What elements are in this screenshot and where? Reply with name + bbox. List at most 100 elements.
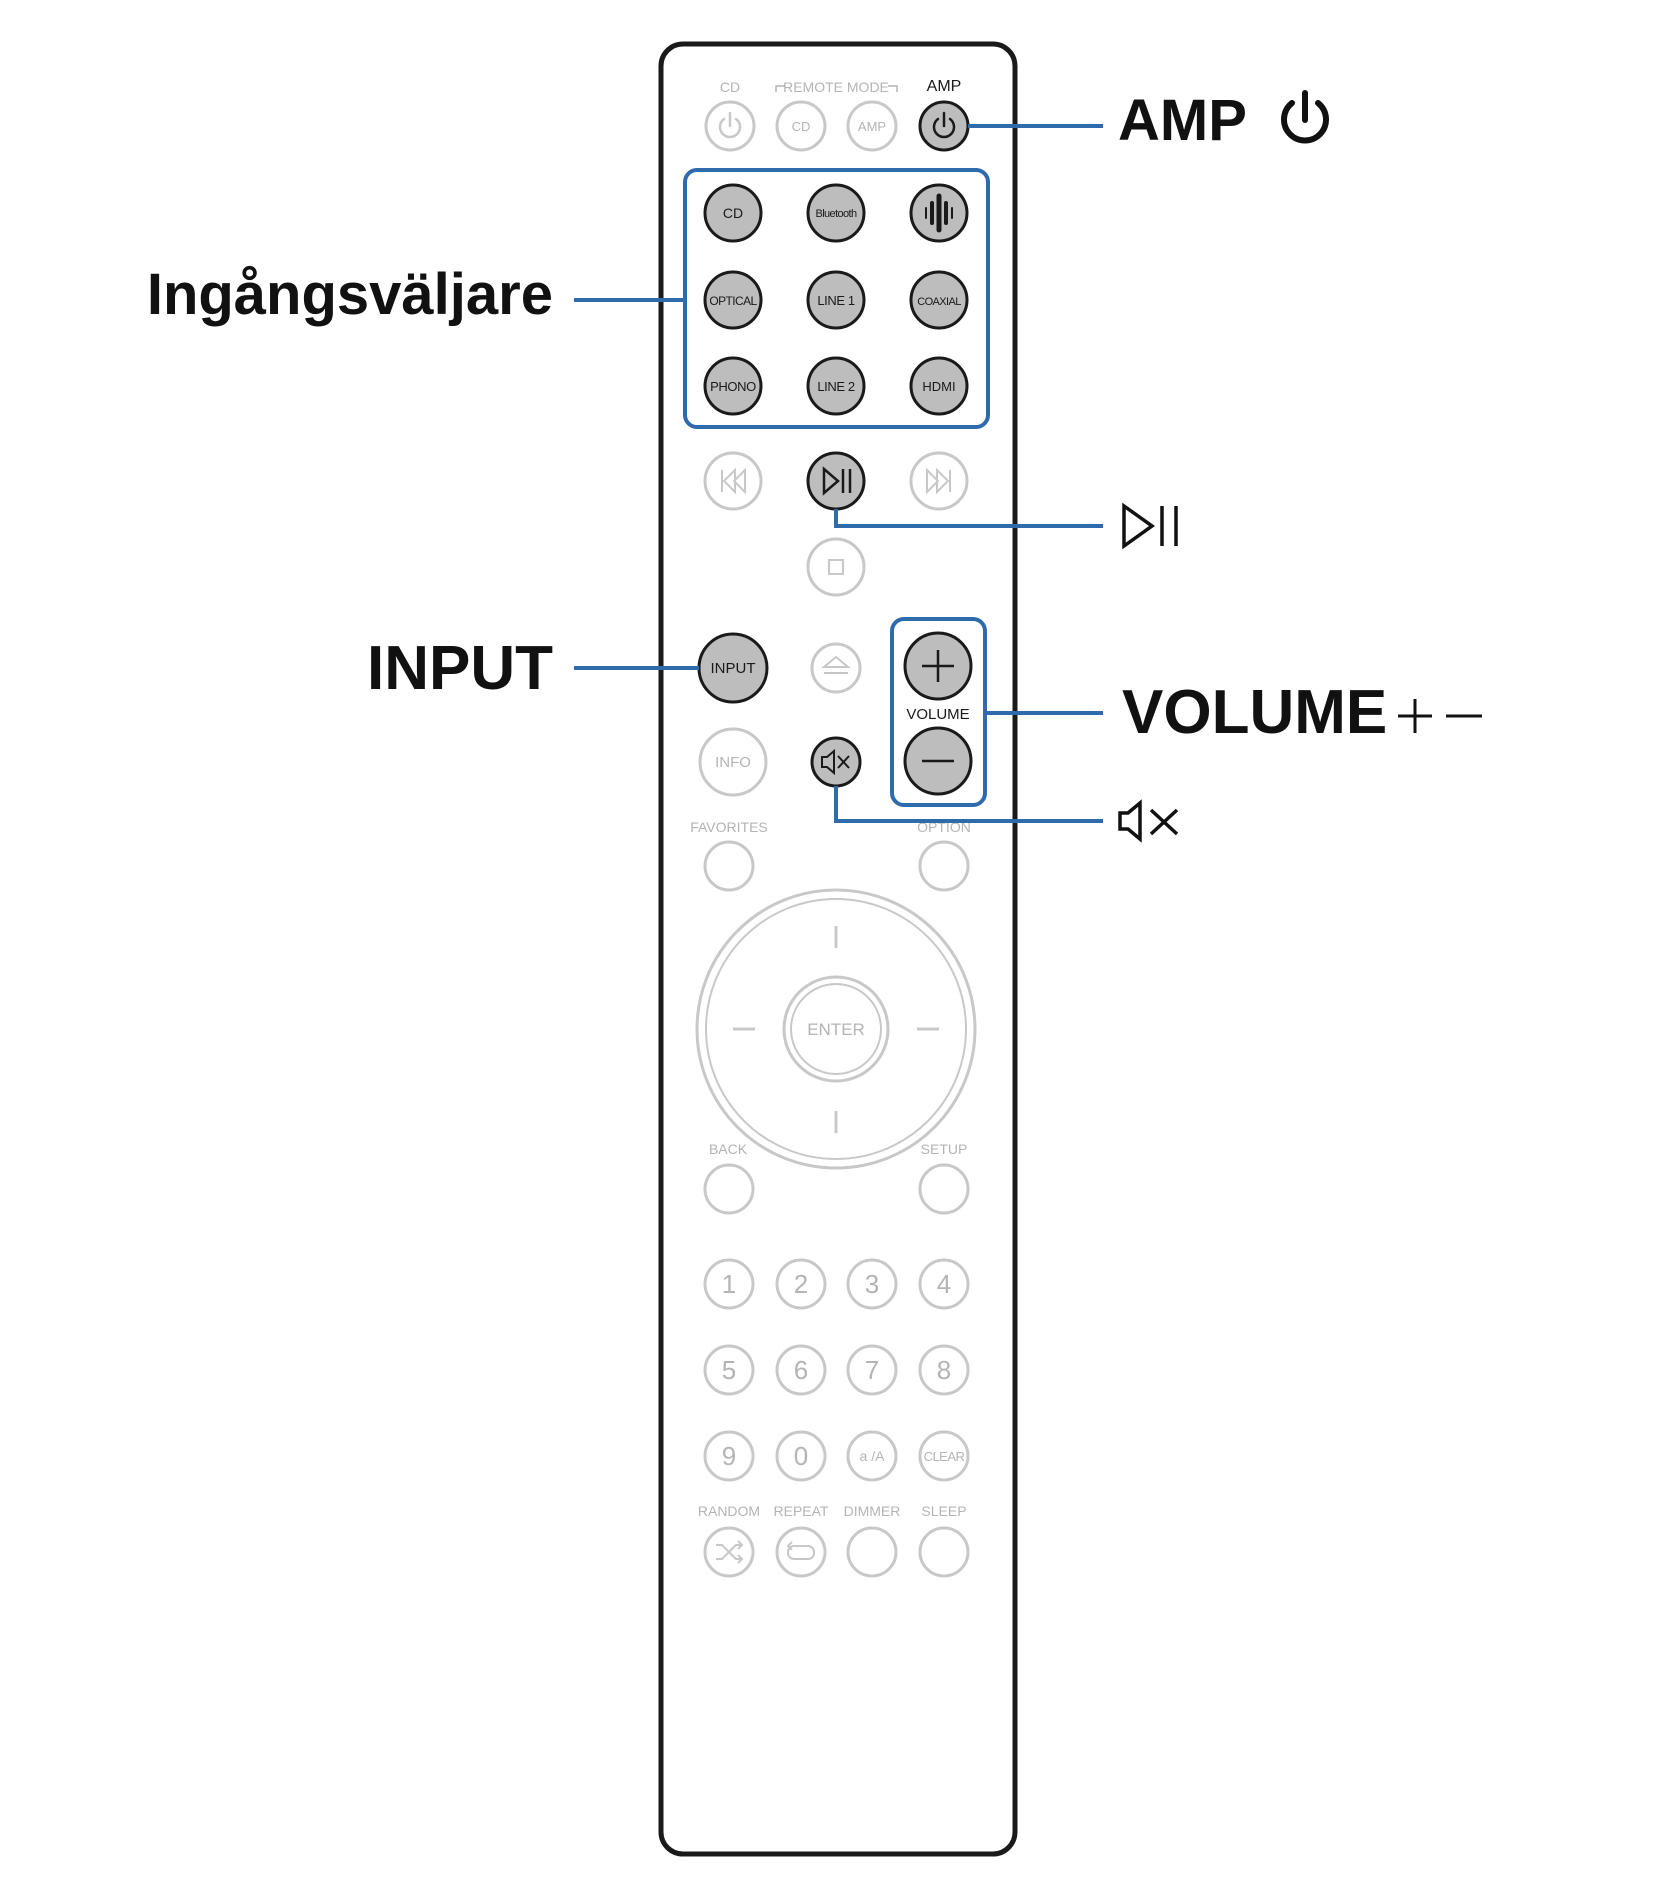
info-button[interactable]: INFO <box>698 727 768 797</box>
callout-mute-icon <box>1118 799 1179 843</box>
alpha-button[interactable]: a /A <box>846 1430 898 1482</box>
mode-amp-button[interactable]: AMP <box>846 100 898 152</box>
favorites-label: FAVORITES <box>690 819 768 835</box>
callout-power-icon <box>1281 90 1329 144</box>
skip-back-icon <box>721 467 746 495</box>
numpad: 1 2 3 4 5 6 7 8 9 0 a /A CLEAR <box>703 1258 970 1482</box>
digit-8-button[interactable]: 8 <box>918 1344 970 1396</box>
dimmer-label: DIMMER <box>844 1503 901 1519</box>
favorites-button[interactable] <box>703 840 755 892</box>
eject-icon <box>821 655 851 674</box>
svg-text:CLEAR: CLEAR <box>924 1449 965 1464</box>
svg-text:Bluetooth: Bluetooth <box>815 208 857 220</box>
svg-text:3: 3 <box>865 1269 879 1299</box>
svg-text:6: 6 <box>794 1355 808 1385</box>
back-button[interactable] <box>703 1163 755 1215</box>
play-pause-icon <box>822 466 852 496</box>
svg-text:CD: CD <box>723 205 743 221</box>
source-cd-button[interactable]: CD <box>703 183 763 243</box>
digit-4-button[interactable]: 4 <box>918 1258 970 1310</box>
digit-5-button[interactable]: 5 <box>703 1344 755 1396</box>
amp-power-button[interactable] <box>918 100 970 152</box>
repeat-icon <box>786 1541 815 1560</box>
random-label: RANDOM <box>698 1503 760 1519</box>
label-cd-power: CD <box>720 79 740 95</box>
callout-plus-icon <box>1398 699 1432 733</box>
svg-text:9: 9 <box>722 1441 736 1471</box>
svg-text:a /A: a /A <box>860 1448 886 1464</box>
label-amp-power: AMP <box>927 78 962 95</box>
svg-text:HDMI: HDMI <box>922 379 955 394</box>
callout-play-pause-icon <box>1122 502 1178 550</box>
sleep-label: SLEEP <box>921 1503 966 1519</box>
source-hdmi-button[interactable]: HDMI <box>909 356 969 416</box>
digit-6-button[interactable]: 6 <box>775 1344 827 1396</box>
callout-line-mute <box>834 786 1103 823</box>
svg-text:ENTER: ENTER <box>807 1020 865 1039</box>
dimmer-button[interactable] <box>846 1526 898 1578</box>
source-line2-button[interactable]: LINE 2 <box>806 356 866 416</box>
source-bluetooth-button[interactable]: Bluetooth <box>806 183 866 243</box>
skip-forward-button[interactable] <box>909 451 969 511</box>
back-label: BACK <box>709 1141 748 1157</box>
svg-text:INPUT: INPUT <box>711 660 756 677</box>
svg-text:COAXIAL: COAXIAL <box>917 296 961 308</box>
callout-line-play-pause <box>834 509 1103 528</box>
skip-forward-icon <box>926 467 951 495</box>
option-button[interactable] <box>918 840 970 892</box>
power-icon <box>718 111 742 139</box>
setup-button[interactable] <box>918 1163 970 1215</box>
svg-text:5: 5 <box>722 1355 736 1385</box>
digit-9-button[interactable]: 9 <box>703 1430 755 1482</box>
mode-cd-button[interactable]: CD <box>775 100 827 152</box>
svg-text:7: 7 <box>865 1355 879 1385</box>
svg-text:0: 0 <box>794 1441 808 1471</box>
sleep-button[interactable] <box>918 1526 970 1578</box>
clear-button[interactable]: CLEAR <box>918 1430 970 1482</box>
mute-button[interactable] <box>810 736 862 788</box>
eject-button[interactable] <box>810 642 862 694</box>
svg-text:1: 1 <box>722 1269 736 1299</box>
callout-input-label: INPUT <box>367 634 553 703</box>
source-optical-button[interactable]: OPTICAL <box>703 270 763 330</box>
svg-text:4: 4 <box>937 1269 951 1299</box>
skip-back-button[interactable] <box>703 451 763 511</box>
source-heos-button[interactable] <box>909 183 969 243</box>
remote-mode-bracket <box>775 85 898 92</box>
source-line1-button[interactable]: LINE 1 <box>806 270 866 330</box>
digit-3-button[interactable]: 3 <box>846 1258 898 1310</box>
svg-text:INFO: INFO <box>715 754 751 771</box>
heos-icon <box>925 193 953 233</box>
digit-7-button[interactable]: 7 <box>846 1344 898 1396</box>
input-button[interactable]: INPUT <box>697 632 769 704</box>
svg-text:8: 8 <box>937 1355 951 1385</box>
repeat-label: REPEAT <box>774 1503 829 1519</box>
svg-text:OPTICAL: OPTICAL <box>709 294 757 308</box>
source-phono-button[interactable]: PHONO <box>703 356 763 416</box>
power-icon <box>932 111 956 139</box>
source-coaxial-button[interactable]: COAXIAL <box>909 270 969 330</box>
svg-text:PHONO: PHONO <box>710 379 756 394</box>
cd-power-button[interactable] <box>704 100 756 152</box>
svg-text:LINE 2: LINE 2 <box>817 379 855 394</box>
random-button[interactable] <box>703 1526 755 1578</box>
stop-button[interactable] <box>806 537 866 597</box>
svg-text:2: 2 <box>794 1269 808 1299</box>
play-pause-button[interactable] <box>806 451 866 511</box>
volume-up-button[interactable] <box>903 631 973 701</box>
digit-1-button[interactable]: 1 <box>703 1258 755 1310</box>
stop-icon <box>828 559 844 575</box>
mute-icon <box>821 748 850 776</box>
label-remote-mode: REMOTE MODE <box>783 79 889 95</box>
callout-amp-label: AMP <box>1118 88 1247 153</box>
enter-button[interactable]: ENTER <box>782 975 890 1083</box>
repeat-button[interactable] <box>775 1526 827 1578</box>
shuffle-icon <box>716 1540 744 1564</box>
digit-2-button[interactable]: 2 <box>775 1258 827 1310</box>
digit-0-button[interactable]: 0 <box>775 1430 827 1482</box>
plus-icon <box>922 650 954 682</box>
volume-down-button[interactable] <box>903 726 973 796</box>
setup-label: SETUP <box>921 1141 968 1157</box>
svg-text:AMP: AMP <box>858 119 886 134</box>
